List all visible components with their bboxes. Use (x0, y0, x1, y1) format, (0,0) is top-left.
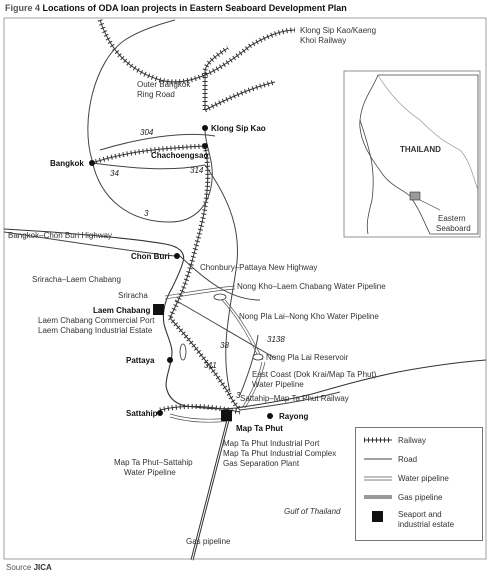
source-note: Source JICA (6, 563, 52, 572)
figure-title: Locations of ODA loan projects in Easter… (42, 3, 347, 13)
label-chonbury-pattaya-highway: Chonbury–Pattaya New Highway (200, 263, 317, 272)
gas-pipeline-line (190, 419, 230, 561)
label-map-ta-phut: Map Ta Phut (236, 424, 283, 433)
route-label: 311 (204, 361, 217, 370)
label-chon-buri: Chon Buri (131, 252, 170, 261)
inset-country-label: THAILAND (400, 145, 441, 154)
label-nong-pla-lai-reservoir: Nong Pla Lai Reservoir (266, 353, 349, 362)
label-gas-pipeline: Gas pipeline (186, 537, 231, 546)
label-nong-pla-lai-pipeline: Nong Pla Lai–Nong Kho Water Pipeline (239, 312, 379, 321)
road-lines (3, 19, 341, 411)
label-outer-ring-1: Outer Bangkok (137, 80, 191, 89)
inset-region-label-1: Eastern (438, 214, 466, 223)
label-pattaya: Pattaya (126, 356, 155, 365)
map-frame (3, 17, 487, 560)
legend-water-pipeline: Water pipeline (364, 471, 449, 485)
route-label: 3138 (267, 335, 285, 344)
route-label: 3 (236, 391, 241, 400)
label-mtp-port-2: Map Ta Phut Industrial Complex (223, 449, 336, 458)
route-label: 34 (110, 169, 119, 178)
city-dots (89, 125, 273, 419)
laem-chabang-port-marker (153, 304, 164, 315)
inset-region-label-2: Seaboard (436, 224, 471, 233)
legend-railway: Railway (364, 433, 426, 447)
route-label: 314 (190, 166, 204, 175)
route-label: 304 (140, 128, 154, 137)
nong-kho-reservoir (213, 293, 227, 301)
label-mtp-port-3: Gas Separation Plant (223, 459, 300, 468)
label-bangkok-chonburi-highway: Bangkok–Chon Buri Highway (8, 231, 112, 240)
label-east-coast-1: East Coast (Dok Krai/Map Ta Phut) (252, 370, 377, 379)
inset-map: THAILAND Eastern Seaboard (343, 70, 481, 238)
legend-road: Road (364, 452, 417, 466)
route-label: 3 (144, 209, 149, 218)
label-chachoengsao: Chachoengsao (151, 151, 208, 160)
label-klong-sip-kao: Klong Sip Kao (211, 124, 266, 133)
label-mtp-port-1: Map Ta Phut Industrial Port (223, 439, 320, 448)
label-bangkok: Bangkok (50, 159, 84, 168)
label-rayong: Rayong (279, 412, 308, 421)
label-sriracha-laem-chabang: Sriracha–Laem Chabang (32, 275, 121, 284)
label-gulf: Gulf of Thailand (284, 507, 341, 516)
source-name: JICA (33, 563, 52, 572)
label-mtp-sattahip-2: Water Pipeline (124, 468, 176, 477)
map-ta-phut-port-marker (221, 410, 232, 421)
legend-seaport-label: Seaport and industrial estate (398, 510, 455, 529)
label-klong-railway-2: Khoi Railway (300, 36, 346, 45)
road-icon (364, 458, 392, 460)
coastline (3, 228, 487, 410)
label-laem-port-1: Laem Chabang Commercial Port (38, 316, 155, 325)
label-sattahip: Sattahip (126, 409, 158, 418)
legend-gas-pipeline-label: Gas pipeline (398, 492, 443, 502)
gas-pipeline-icon (364, 495, 392, 499)
source-prefix: Source (6, 563, 32, 572)
legend-seaport: Seaport and industrial estate (364, 510, 454, 532)
water-pipeline-icon (364, 476, 392, 481)
legend: Railway Road Water pipeline Gas pipeline… (355, 427, 483, 541)
label-laem-chabang: Laem Chabang (93, 306, 150, 315)
nong-pla-lai-reservoir (252, 353, 264, 361)
lake (179, 343, 187, 361)
label-east-coast-2: Water Pipeline (252, 380, 304, 389)
label-laem-port-2: Laem Chabang Industrial Estate (38, 326, 153, 335)
label-klong-railway-1: Klong Sip Kao/Kaeng (300, 26, 376, 35)
label-nong-kho-pipeline: Nong Kho–Laem Chabang Water Pipeline (237, 282, 386, 291)
seaport-icon (372, 511, 383, 522)
legend-gas-pipeline: Gas pipeline (364, 490, 442, 504)
figure-caption: Figure 4 Locations of ODA loan projects … (5, 3, 347, 13)
railway-icon (364, 437, 392, 443)
label-outer-ring-2: Ring Road (137, 90, 175, 99)
legend-road-label: Road (398, 454, 418, 464)
map-canvas: 304 34 314 3 3138 38 311 3 Klong Sip Kao… (3, 17, 487, 561)
inset-highlight (409, 191, 421, 201)
legend-railway-label: Railway (398, 435, 427, 445)
label-sriracha: Sriracha (118, 291, 148, 300)
figure-number: Figure 4 (5, 3, 41, 13)
label-sattahip-railway: Sattahip–Map Ta Phut Railway (240, 394, 349, 403)
label-mtp-sattahip-1: Map Ta Phut–Sattahip (114, 458, 193, 467)
route-label: 38 (220, 341, 229, 350)
legend-water-pipeline-label: Water pipeline (398, 473, 449, 483)
